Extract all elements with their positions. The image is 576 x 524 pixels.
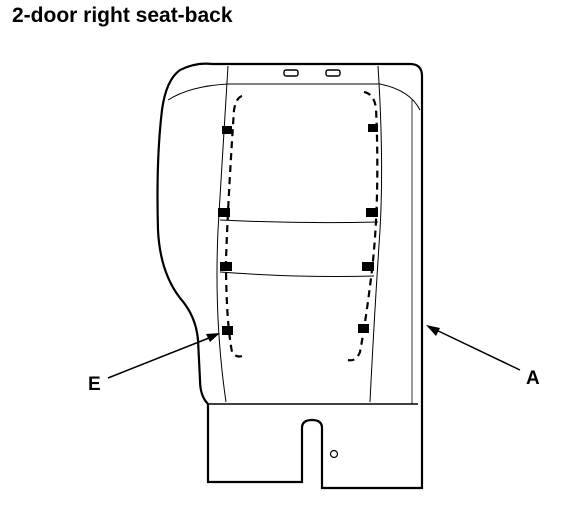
right-dashed-seam-wire <box>347 90 379 362</box>
right-clip-1 <box>368 124 378 132</box>
callout-label-a: A <box>526 368 540 389</box>
mounting-hole <box>329 449 339 459</box>
right-clip-2 <box>366 208 378 217</box>
horizontal-seam-2 <box>219 271 375 277</box>
left-clip-4 <box>222 326 233 335</box>
headrest-slot-right <box>325 69 341 77</box>
headrest-slot-left <box>283 69 299 77</box>
callout-a-arrowhead <box>426 325 440 336</box>
callout-label-e: E <box>88 374 101 395</box>
diagram-title: 2-door right seat-back <box>12 4 233 27</box>
left-dashed-seam-wire <box>224 94 243 358</box>
callout-a-leader <box>431 327 521 371</box>
horizontal-seam-1 <box>219 219 379 224</box>
seat-top-roll-line <box>167 83 421 111</box>
seat-back-cushion-outline <box>156 62 213 405</box>
callout-e-arrowhead <box>206 333 220 342</box>
right-clip-3 <box>362 262 374 271</box>
seat-back-outer-outline <box>206 62 424 490</box>
left-clip-1 <box>222 126 232 134</box>
right-clip-4 <box>358 324 369 333</box>
left-clip-3 <box>220 262 232 271</box>
center-panel-left-seam <box>216 65 229 403</box>
left-clip-2 <box>218 208 230 217</box>
center-panel-right-seam <box>369 65 383 403</box>
callout-e-leader <box>107 335 215 379</box>
